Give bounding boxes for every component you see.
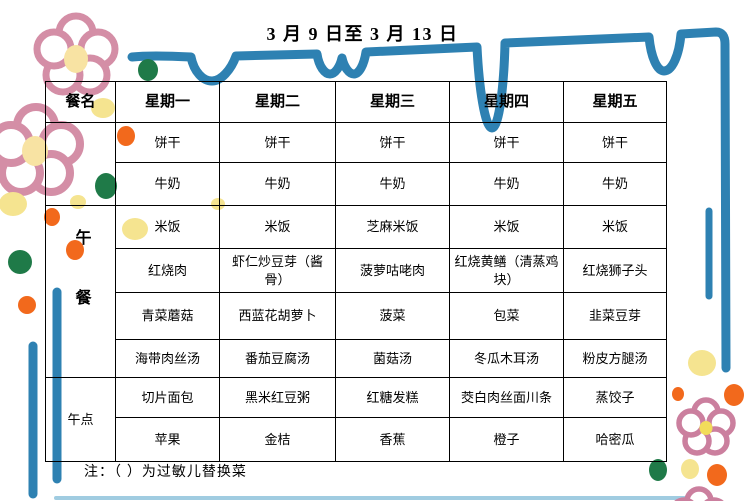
table-row: 红烧肉 虾仁炒豆芽（酱骨） 菠萝咕咾肉 红烧黄鳝（清蒸鸡块） 红烧狮子头 — [46, 248, 667, 293]
menu-cell: 红烧狮子头 — [563, 248, 667, 293]
table-row: 海带肉丝汤 番茄豆腐汤 菌菇汤 冬瓜木耳汤 粉皮方腿汤 — [46, 339, 667, 378]
menu-cell: 芝麻米饭 — [335, 205, 450, 249]
menu-cell: 红烧黄鳝（清蒸鸡块） — [449, 248, 564, 293]
menu-cell: 饼干 — [449, 122, 564, 163]
menu-cell: 包菜 — [449, 292, 564, 340]
menu-cell: 饼干 — [335, 122, 450, 163]
menu-cell: 冬瓜木耳汤 — [449, 339, 564, 378]
menu-cell: 青菜蘑菇 — [115, 292, 220, 340]
menu-cell: 金桔 — [219, 417, 336, 462]
menu-cell: 哈密瓜 — [563, 417, 667, 462]
menu-cell: 香蕉 — [335, 417, 450, 462]
menu-cell: 海带肉丝汤 — [115, 339, 220, 378]
menu-cell: 米饭 — [219, 205, 336, 249]
menu-cell: 牛奶 — [449, 162, 564, 206]
menu-cell: 虾仁炒豆芽（酱骨） — [219, 248, 336, 293]
menu-cell: 牛奶 — [219, 162, 336, 206]
table-row: 牛奶 牛奶 牛奶 牛奶 牛奶 — [46, 162, 667, 206]
blue-border-top-right — [127, 27, 731, 373]
menu-cell: 米饭 — [449, 205, 564, 249]
menu-cell: 粉皮方腿汤 — [563, 339, 667, 378]
menu-cell: 番茄豆腐汤 — [219, 339, 336, 378]
menu-cell: 饼干 — [219, 122, 336, 163]
day-header-monday: 星期一 — [115, 81, 220, 123]
page-title: 3 月 9 日至 3 月 13 日 — [266, 24, 459, 44]
menu-cell: 饼干 — [115, 122, 220, 163]
menu-cell: 菠萝咕咾肉 — [335, 248, 450, 293]
flower-bottom-right-icon — [676, 397, 736, 456]
weekly-menu-table: 餐名 星期一 星期二 星期三 星期四 星期五 饼干 饼干 饼干 饼干 饼干 牛奶… — [45, 81, 667, 462]
menu-cell: 韭菜豆芽 — [563, 292, 667, 340]
menu-cell: 红烧肉 — [115, 248, 220, 293]
day-header-wednesday: 星期三 — [335, 81, 450, 123]
allergy-note: 注：（ ）为过敏儿替换菜 — [84, 463, 247, 479]
section-label-snack-pm: 午点 — [45, 377, 116, 462]
menu-cell: 黑米红豆粥 — [219, 377, 336, 418]
day-header-friday: 星期五 — [563, 81, 667, 123]
menu-cell: 牛奶 — [335, 162, 450, 206]
table-row: 青菜蘑菇 西蓝花胡萝卜 菠菜 包菜 韭菜豆芽 — [46, 292, 667, 340]
menu-cell: 苹果 — [115, 417, 220, 462]
table-row: 饼干 饼干 饼干 饼干 饼干 — [45, 122, 667, 206]
menu-cell: 橙子 — [449, 417, 564, 462]
menu-cell: 切片面包 — [115, 377, 220, 418]
menu-cell: 牛奶 — [563, 162, 667, 206]
menu-cell: 牛奶 — [115, 162, 220, 206]
section-label-lunch: 午餐 — [45, 205, 116, 378]
day-header-thursday: 星期四 — [449, 81, 564, 123]
menu-cell: 米饭 — [563, 205, 667, 249]
section-label-snack-am — [45, 122, 116, 206]
menu-cell: 菌菇汤 — [335, 339, 450, 378]
menu-cell: 饼干 — [563, 122, 667, 163]
day-header-tuesday: 星期二 — [219, 81, 336, 123]
corner-header: 餐名 — [45, 81, 116, 123]
menu-cell: 红糖发糕 — [335, 377, 450, 418]
table-row: 午餐 米饭 米饭 芝麻米饭 米饭 米饭 — [45, 205, 667, 378]
menu-cell: 西蓝花胡萝卜 — [219, 292, 336, 340]
flower-bottom-edge-icon — [674, 486, 724, 501]
menu-cell: 蒸饺子 — [563, 377, 667, 418]
table-row: 午点 切片面包 黑米红豆粥 红糖发糕 茭白肉丝面川条 蒸饺子 — [45, 377, 667, 462]
menu-cell: 茭白肉丝面川条 — [449, 377, 564, 418]
table-row: 苹果 金桔 香蕉 橙子 哈密瓜 — [46, 417, 667, 462]
header-row: 餐名 星期一 星期二 星期三 星期四 星期五 — [45, 81, 667, 123]
menu-cell: 米饭 — [115, 205, 220, 249]
menu-cell: 菠菜 — [335, 292, 450, 340]
